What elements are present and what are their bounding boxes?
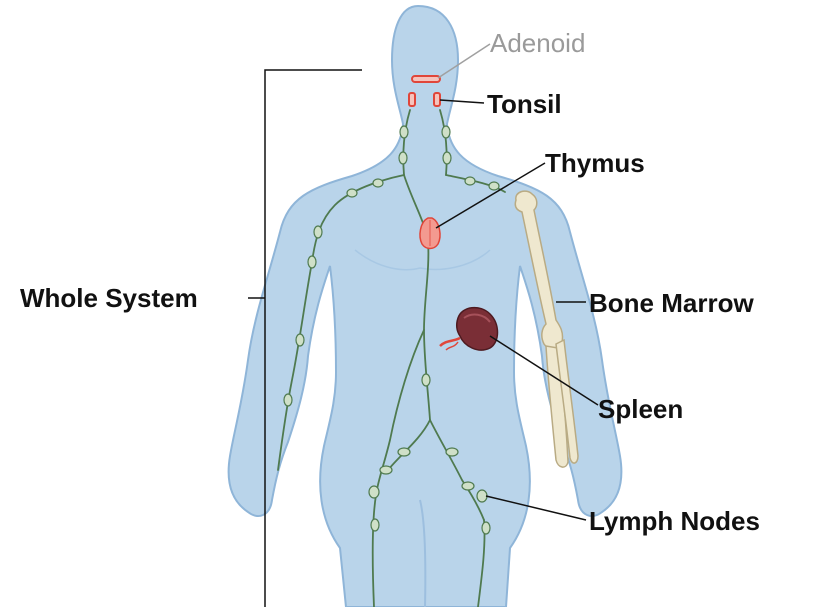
lymph-node: [314, 226, 322, 238]
label-adenoid: Adenoid: [490, 28, 585, 58]
lymph-node: [308, 256, 316, 268]
lymph-node: [482, 522, 490, 534]
lymph-node: [442, 126, 450, 138]
tonsil-right: [434, 93, 440, 106]
label-lymph-nodes: Lymph Nodes: [589, 506, 760, 536]
lymph-node: [443, 152, 451, 164]
thymus-organ: [420, 218, 440, 249]
lymph-node: [347, 189, 357, 197]
label-tonsil: Tonsil: [487, 89, 562, 119]
lymph-node: [369, 486, 379, 498]
lymph-node: [462, 482, 474, 490]
label-bone-marrow: Bone Marrow: [589, 288, 754, 318]
label-thymus: Thymus: [545, 148, 645, 178]
lymph-node: [398, 448, 410, 456]
lymph-node: [489, 182, 499, 190]
lymph-node: [400, 126, 408, 138]
lymph-node: [422, 374, 430, 386]
lymph-node: [465, 177, 475, 185]
lymph-node: [399, 152, 407, 164]
lymph-node: [380, 466, 392, 474]
adenoid-organ: [412, 76, 440, 82]
lymph-node: [477, 490, 487, 502]
label-whole-system: Whole System: [20, 283, 198, 313]
lymph-node: [371, 519, 379, 531]
lymph-node: [373, 179, 383, 187]
lymph-node: [296, 334, 304, 346]
lymph-node: [284, 394, 292, 406]
label-spleen: Spleen: [598, 394, 683, 424]
lymph-node: [446, 448, 458, 456]
tonsil-left: [409, 93, 415, 106]
